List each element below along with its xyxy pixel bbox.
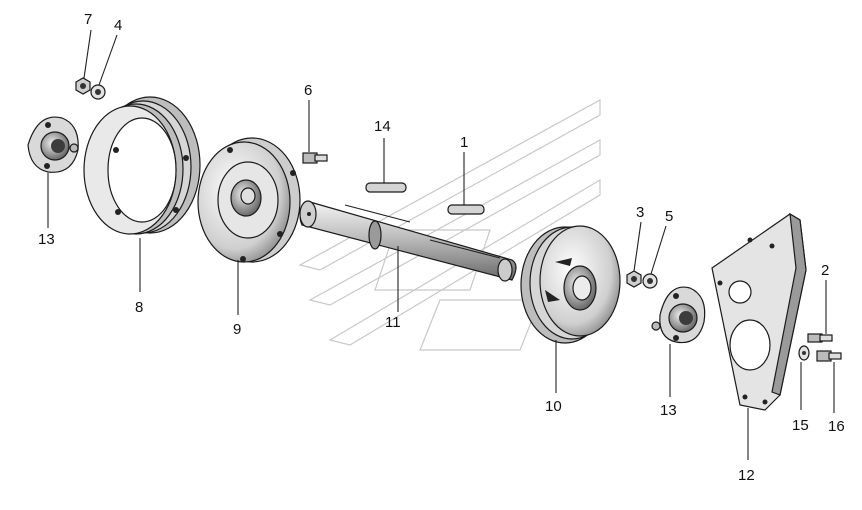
callout-6: 6 <box>304 82 312 99</box>
bearing-flange-right <box>651 286 706 344</box>
callout-7: 7 <box>84 11 92 28</box>
pulley-wheel <box>520 225 621 344</box>
washer-15 <box>798 345 810 361</box>
callout-12: 12 <box>738 467 755 484</box>
bolt-2 <box>807 333 833 343</box>
mounting-bracket <box>711 212 807 411</box>
callout-5: 5 <box>665 208 673 225</box>
washer-left <box>90 84 106 100</box>
bolt-6 <box>302 152 328 164</box>
callout-10: 10 <box>545 398 562 415</box>
pulley-ring <box>83 96 201 235</box>
callout-8: 8 <box>135 299 143 316</box>
callout-14: 14 <box>374 118 391 135</box>
bearing-flange-left <box>27 116 79 173</box>
callout-16: 16 <box>828 418 845 435</box>
callout-2: 2 <box>821 262 829 279</box>
pulley-flange <box>197 137 301 263</box>
hex-nut-right <box>626 270 642 288</box>
drive-shaft <box>299 200 517 282</box>
leader-lines <box>47 29 835 460</box>
callout-labels: 7 4 13 8 9 6 14 1 11 10 3 5 13 2 15 16 1… <box>38 11 845 484</box>
callout-13-left: 13 <box>38 231 55 248</box>
callout-13-right: 13 <box>660 402 677 419</box>
key-14 <box>365 182 407 193</box>
callout-4: 4 <box>114 17 122 34</box>
callout-1: 1 <box>460 134 468 151</box>
callout-9: 9 <box>233 321 241 338</box>
callout-15: 15 <box>792 417 809 434</box>
callout-3: 3 <box>636 204 644 221</box>
bolt-16 <box>816 350 842 362</box>
key-1 <box>447 204 485 215</box>
hex-nut-left <box>75 77 91 95</box>
washer-right <box>642 273 658 289</box>
callout-11: 11 <box>385 314 401 331</box>
watermark-logo <box>298 98 601 351</box>
